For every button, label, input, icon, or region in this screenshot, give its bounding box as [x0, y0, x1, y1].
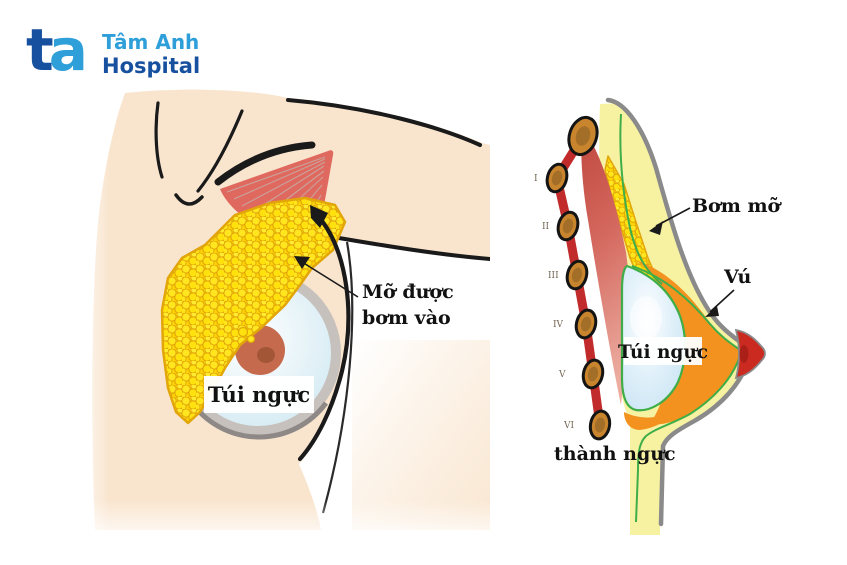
fat-droplet	[246, 334, 256, 344]
right-diagram-sagittal-section: I II III IV V VI Bơm mỡ Vú Túi ngực thàn…	[534, 97, 783, 535]
logo-mark-a: a	[49, 18, 84, 84]
implant-highlight	[630, 296, 662, 340]
pectoral-muscle-section	[581, 128, 628, 405]
rib-numeral-2: II	[542, 222, 550, 232]
fat-injection-label: Bơm mỡ	[692, 195, 783, 217]
clavicle-outline	[214, 141, 316, 186]
hospital-logo: ta Tâm Anh Hospital	[26, 18, 200, 84]
fat-label-line	[301, 261, 359, 298]
neck-line-left	[154, 101, 164, 179]
skin-contour-outline	[605, 97, 752, 527]
fat-label-arrowhead	[294, 256, 310, 269]
body-side-line	[321, 241, 354, 514]
rib-numerals: I II III IV V VI	[534, 174, 574, 431]
rib-numeral-4: IV	[553, 320, 564, 330]
logo-name-line2: Hospital	[102, 54, 200, 78]
implant-section-label-box	[624, 337, 702, 365]
implant-label-box	[204, 376, 314, 413]
armpit-shadow	[310, 205, 328, 228]
neck-line-right	[196, 109, 244, 193]
chest-wall-label: thành ngực	[554, 443, 676, 465]
rib-numeral-5: V	[558, 370, 566, 380]
rib-cores	[551, 126, 606, 433]
breast-label-arrowhead	[705, 306, 719, 317]
logo-name-line1: Tâm Anh	[102, 30, 199, 54]
nipple-section-shadow	[739, 345, 749, 363]
rib-numeral-6: VI	[563, 421, 574, 431]
breast-label-line	[709, 289, 735, 313]
nipple-center	[257, 347, 275, 363]
arm-top-outline	[286, 98, 482, 147]
bottom-edge-fade	[70, 500, 490, 535]
nipple-section	[734, 328, 766, 380]
injected-fat-cluster	[160, 196, 347, 425]
implant-label: Túi ngực	[208, 382, 310, 407]
implant-ring-shadow	[185, 395, 329, 440]
logo-mark: ta	[26, 18, 84, 84]
fat-droplet	[237, 326, 249, 338]
gland-lower-strip	[624, 408, 676, 430]
fat-label-line1: Mỡ được	[362, 281, 454, 303]
fascia-lines	[619, 113, 741, 523]
breast-label: Vú	[723, 266, 752, 288]
fat-cluster-shape	[160, 196, 347, 425]
breast-contour-outline	[297, 218, 351, 462]
rib-numeral-3: III	[548, 271, 559, 281]
left-diagram-frontal-fat-grafting: Túi ngực Mỡ được bơm vào	[70, 85, 490, 535]
arm-bottom-outline	[331, 235, 490, 261]
implant-section-label: Túi ngực	[618, 342, 708, 363]
sternal-notch-line	[174, 193, 204, 206]
fat-label-line2: bơm vào	[362, 307, 451, 329]
flank-skin-fade	[352, 340, 490, 530]
left-edge-fade	[70, 85, 110, 535]
fat-injection-arrowhead	[649, 221, 663, 235]
rib-chain: I II III IV V VI	[534, 115, 612, 441]
rib-numeral-1: I	[534, 174, 538, 184]
